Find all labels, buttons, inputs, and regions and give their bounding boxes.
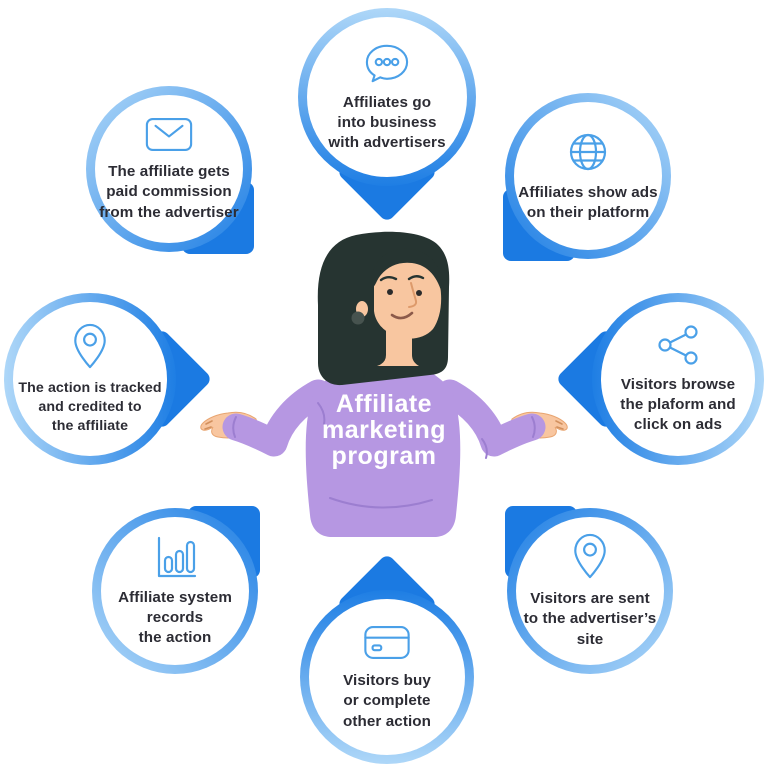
torso-shirt [305,364,461,537]
bubble-ring: The action is tracked and credited to th… [4,293,176,465]
bubble-body: Visitors browse the plaform and click on… [601,302,755,456]
shirt-title-line: program [332,442,437,470]
bubble-affiliate-paid: The affiliate gets paid commission from … [86,86,254,254]
bubble-label: The affiliate gets paid commission from … [99,163,239,221]
bubble-go-into-business: Affiliates go into business with adverti… [298,8,476,223]
map-pin-icon [74,324,106,369]
bubble-ring: Visitors are sent to the advertiser’s si… [507,508,673,674]
bubble-ring: Visitors browse the plaform and click on… [592,293,764,465]
arms [222,379,546,457]
bubble-label: Affiliates go into business with adverti… [328,93,446,152]
shirt-title-line: Affiliate [336,390,432,418]
bubble-label: Affiliates show ads on their platform [518,183,658,221]
woman-illustration: Affiliate marketing program [200,231,568,537]
globe-icon [569,133,607,170]
mouth [390,311,414,320]
share-icon [658,325,698,365]
bubble-ring: The affiliate gets paid commission from … [86,86,252,252]
bubble-ring: Visitors buy or complete other action [300,590,474,764]
bubble-label: The action is tracked and credited to th… [18,380,162,434]
bubble-ring: Affiliate system records the action [92,508,258,674]
bubble-body: The affiliate gets paid commission from … [95,95,243,243]
bubble-ring: Affiliates show ads on their platform [505,93,671,259]
bubble-body: The action is tracked and credited to th… [13,302,167,456]
bar-chart-icon [157,536,197,577]
earring [351,311,365,325]
right-eye [416,290,422,296]
face [374,253,442,339]
bubble-visitors-sent: Visitors are sent to the advertiser’s si… [505,506,673,674]
left-eye [387,289,393,295]
bubble-show-ads: Affiliates show ads on their platform [503,93,671,261]
bubble-visitors-browse: Visitors browse the plaform and click on… [555,293,764,465]
bubble-system-records: Affiliate system records the action [92,506,260,674]
bubble-ring: Affiliates go into business with adverti… [298,8,476,186]
map-pin-icon [574,534,606,579]
bubble-body: Visitors buy or complete other action [309,599,465,755]
bubble-body: Affiliate system records the action [101,517,249,665]
bubble-visitors-buy: Visitors buy or complete other action [300,553,474,764]
bubble-label: Affiliate system records the action [118,588,232,647]
bubble-label: Visitors are sent to the advertiser’s si… [523,590,657,648]
bubble-label: Visitors buy or complete other action [342,672,432,730]
bubble-body: Affiliates go into business with adverti… [307,17,467,177]
bubble-body: Visitors are sent to the advertiser’s si… [516,517,664,665]
bubble-action-tracked: The action is tracked and credited to th… [4,293,213,465]
bubble-label: Visitors browse the plaform and click on… [620,375,736,434]
chat-dots-icon [365,44,409,82]
bubble-body: Affiliates show ads on their platform [514,102,662,250]
credit-card-icon [364,626,410,660]
envelope-icon [145,118,193,152]
shirt-title-line: marketing [322,416,446,444]
